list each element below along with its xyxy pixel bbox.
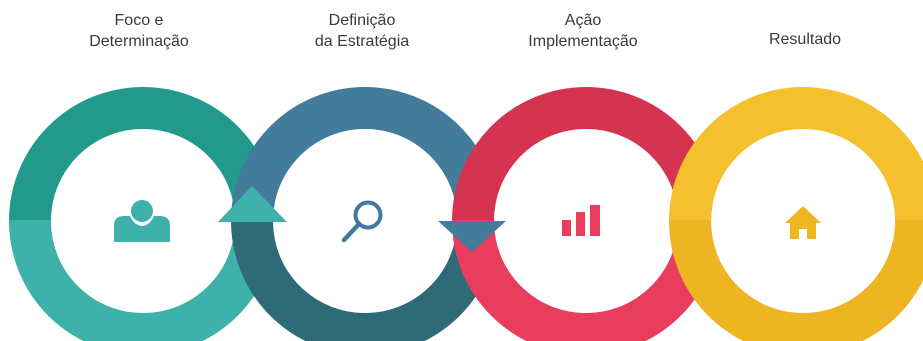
step-2-label: Definição da Estratégia xyxy=(257,10,467,52)
ring-2-top-half xyxy=(231,87,499,220)
arrow-down-icon xyxy=(438,221,506,252)
ring-2-center xyxy=(273,129,457,313)
step-3-label: Ação Implementação xyxy=(478,10,688,52)
person-icon xyxy=(114,200,170,242)
step-2-heading: Definição xyxy=(328,12,396,29)
bar-chart-icon xyxy=(562,205,600,236)
step-4-heading: Resultado xyxy=(768,31,842,48)
ring-3-top-half xyxy=(452,87,720,220)
ring-step-3 xyxy=(452,87,720,341)
ring-3-center xyxy=(494,129,678,313)
ring-4-top-half xyxy=(669,87,923,220)
step-3-subheading: Implementação xyxy=(528,33,638,50)
search-icon xyxy=(341,200,383,243)
step-1-label: Foco e Determinação xyxy=(34,10,244,52)
ring-4-bottom-half xyxy=(669,220,923,341)
step-4-label: Resultado xyxy=(700,29,910,50)
step-1-heading: Foco e xyxy=(114,12,164,29)
step-2-subheading: da Estratégia xyxy=(314,33,410,50)
step-1-subheading: Determinação xyxy=(89,33,189,50)
ring-1-top-half xyxy=(9,87,277,220)
step-3-heading: Ação xyxy=(564,12,602,29)
home-icon xyxy=(785,206,821,239)
arrow-up-icon xyxy=(218,186,287,222)
